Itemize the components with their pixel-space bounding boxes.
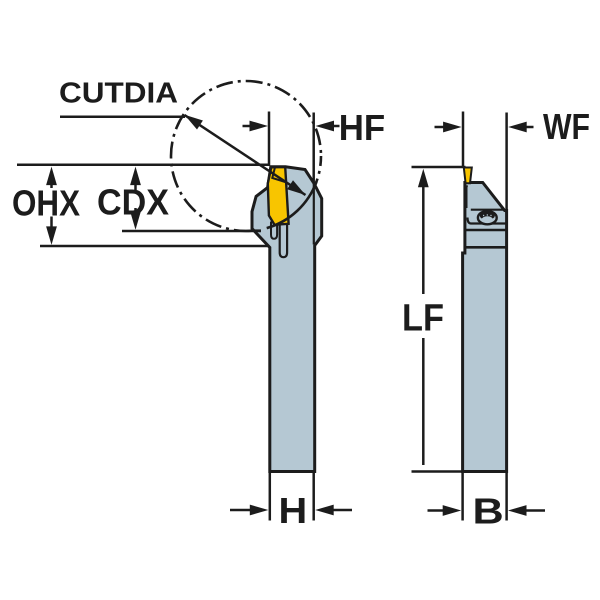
svg-text:B: B xyxy=(473,491,504,532)
svg-text:LF: LF xyxy=(402,298,444,340)
svg-text:WF: WF xyxy=(543,106,590,147)
svg-text:HF: HF xyxy=(339,107,385,148)
svg-text:CUTDIA: CUTDIA xyxy=(59,78,178,110)
svg-text:CDX: CDX xyxy=(97,182,169,223)
svg-text:H: H xyxy=(279,490,308,531)
svg-text:OHX: OHX xyxy=(12,182,80,223)
